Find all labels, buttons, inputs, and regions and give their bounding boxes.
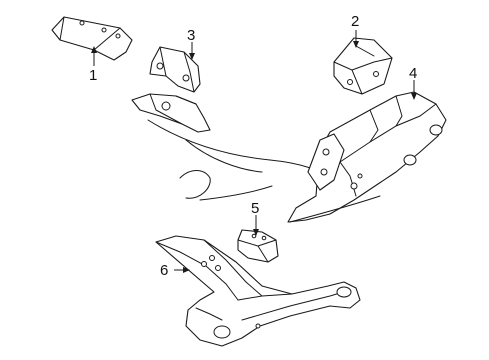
callout-1: 1 xyxy=(89,67,97,84)
part-2-trans-mount[interactable] xyxy=(333,37,393,95)
leader-3 xyxy=(189,42,195,60)
part-4-crossmember[interactable] xyxy=(287,91,447,223)
frame-curves xyxy=(147,119,331,201)
callout-2: 2 xyxy=(351,13,359,30)
leader-2 xyxy=(353,30,359,48)
leader-1 xyxy=(91,46,97,66)
part-1-shield[interactable] xyxy=(51,16,133,61)
leader-6 xyxy=(174,267,190,273)
callout-5: 5 xyxy=(251,200,259,217)
callout-3: 3 xyxy=(187,27,195,44)
part-3-mount-bracket[interactable] xyxy=(149,46,201,93)
part-6-lower-crossmember[interactable] xyxy=(155,235,361,347)
callout-4: 4 xyxy=(409,65,417,82)
part-5-mount-block[interactable] xyxy=(237,229,279,263)
leader-5 xyxy=(253,215,259,236)
leader-4 xyxy=(411,80,417,100)
part-3-frame-section[interactable] xyxy=(131,93,211,133)
callout-6: 6 xyxy=(160,262,168,279)
